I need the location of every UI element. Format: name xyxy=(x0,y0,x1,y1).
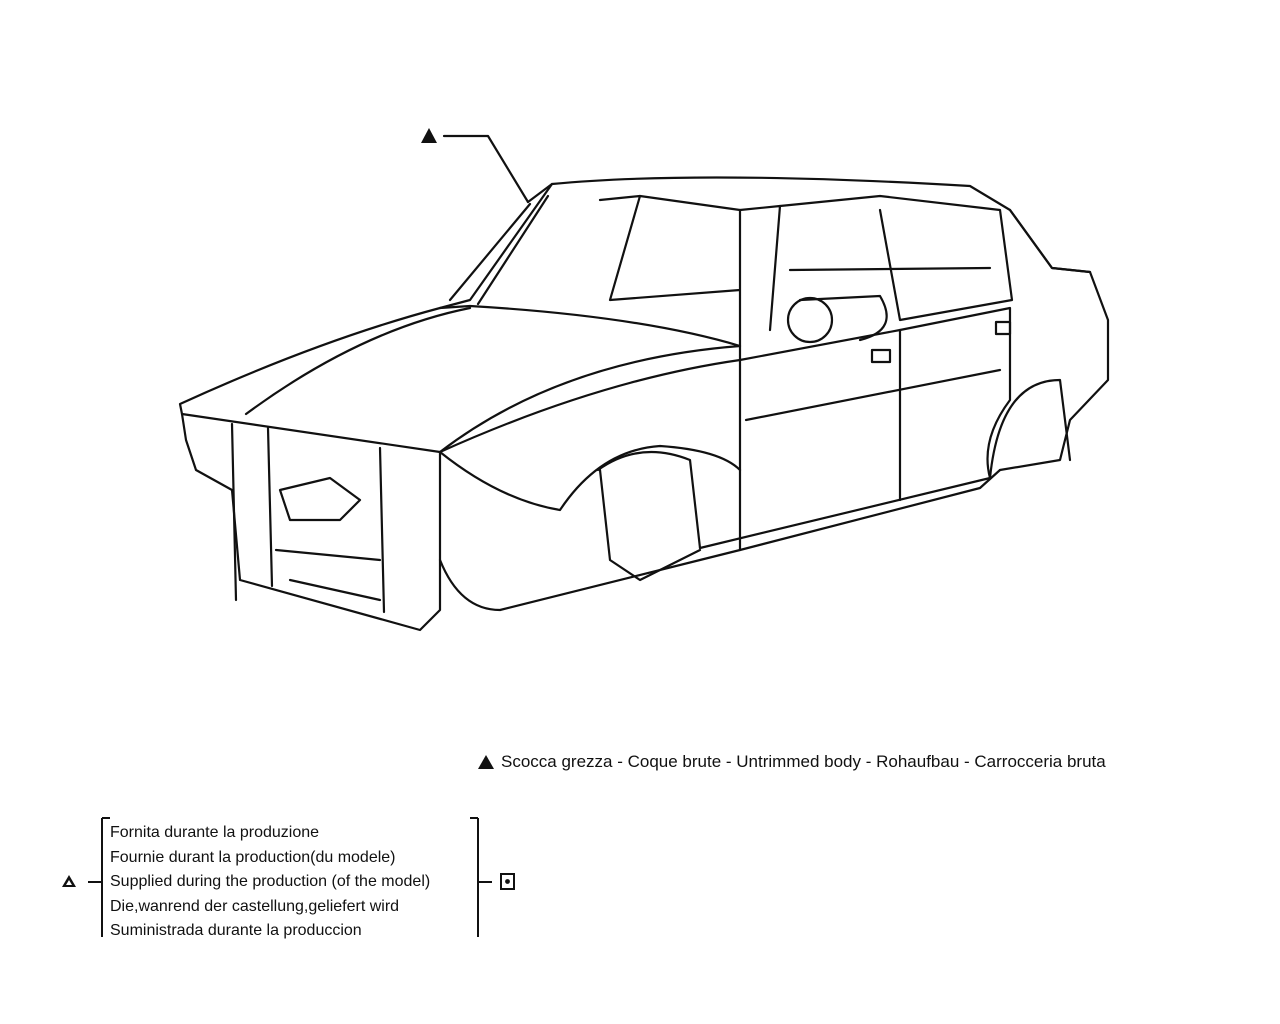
rear-wheel-arch xyxy=(988,378,1072,480)
callout-triangle-marker xyxy=(421,128,437,143)
right-bracket xyxy=(470,817,479,937)
legend-line-fr: Fournie durant la production(du modele) xyxy=(110,848,396,866)
square-dot-icon xyxy=(500,873,515,890)
car-body-illustration xyxy=(178,128,1110,632)
rear-door xyxy=(898,306,1012,480)
caption-text: Scocca grezza - Coque brute - Untrimmed … xyxy=(501,752,1106,771)
front-frame xyxy=(180,412,442,632)
windshield-frame xyxy=(438,182,554,310)
hood xyxy=(178,304,742,454)
legend-line-en: Supplied during the production (of the m… xyxy=(110,873,431,890)
supply-legend: Fornita durante la produzione Fournie du… xyxy=(58,815,538,940)
rear-quarter xyxy=(998,208,1110,472)
legend-line-de: Die,wanrend der castellung,geliefert wir… xyxy=(110,897,400,915)
figure-caption: Scocca grezza - Coque brute - Untrimmed … xyxy=(478,752,1106,772)
legend-brackets xyxy=(62,817,515,937)
rear-window xyxy=(778,194,1014,322)
triangle-marker-icon xyxy=(478,755,494,769)
front-window xyxy=(598,194,742,348)
roof-outline xyxy=(526,176,1092,274)
legend-line-it: Fornita durante la produzione xyxy=(110,824,320,841)
legend-lines: Fornita durante la produzione Fournie du… xyxy=(110,821,430,944)
lower-sill xyxy=(438,468,1002,612)
left-bracket xyxy=(101,817,110,937)
front-wheel-arch xyxy=(438,444,742,512)
legend-line-es: Suministrada durante la produccion xyxy=(110,922,362,939)
callout-leader-line xyxy=(442,134,530,204)
